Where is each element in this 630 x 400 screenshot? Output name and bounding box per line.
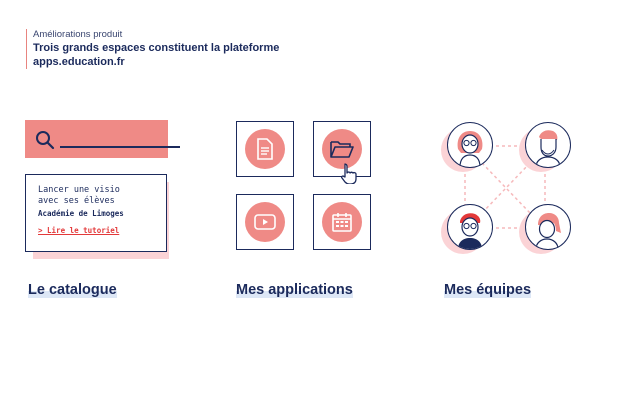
- teams-label: Mes équipes: [442, 282, 533, 298]
- catalogue-label-text: Le catalogue: [28, 282, 117, 298]
- app-calendar[interactable]: [313, 194, 371, 250]
- card-text-line2: avec ses élèves: [38, 196, 115, 206]
- avatar-person-glasses: [441, 204, 493, 254]
- video-play-icon: [245, 202, 285, 242]
- avatar-man-beard: [519, 122, 571, 172]
- card-academy: Académie de Limoges: [38, 209, 124, 218]
- tutorial-card: Lancer une visio avec ses élèves Académi…: [25, 174, 167, 252]
- page-title-line1: Trois grands espaces constituent la plat…: [33, 42, 280, 54]
- eyebrow: Améliorations produit: [33, 29, 123, 40]
- search-input-line[interactable]: [60, 146, 180, 148]
- team-links: [464, 145, 546, 229]
- folder-icon: [322, 129, 362, 169]
- applications-label-text: Mes applications: [236, 282, 353, 298]
- hand-cursor-icon: [340, 163, 357, 184]
- document-icon: [245, 129, 285, 169]
- app-video[interactable]: [236, 194, 294, 250]
- teams-label-text: Mes équipes: [444, 282, 532, 298]
- card-text-line1: Lancer une visio: [38, 185, 120, 195]
- avatar-woman-ponytail: [519, 204, 571, 254]
- page-header: Améliorations produit Trois grands espac…: [26, 29, 279, 69]
- avatar-woman-glasses: [441, 122, 493, 172]
- applications-label: Mes applications: [234, 282, 355, 298]
- search-bar[interactable]: [25, 120, 180, 158]
- page-title-line2: apps.education.fr: [33, 56, 125, 68]
- app-documents[interactable]: [236, 121, 294, 177]
- catalogue-label: Le catalogue: [26, 282, 119, 298]
- calendar-icon: [322, 202, 362, 242]
- tutorial-link[interactable]: > Lire le tutoriel: [38, 226, 120, 235]
- search-icon: [36, 131, 55, 150]
